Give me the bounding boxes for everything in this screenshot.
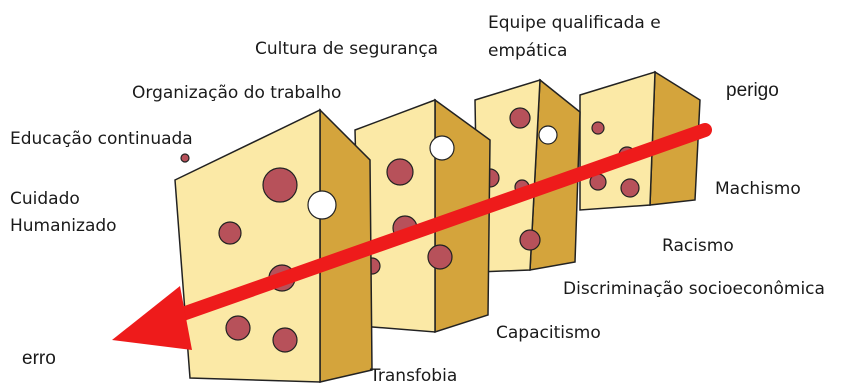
failure-label-discriminacao: Discriminação socioeconômica — [563, 279, 825, 299]
failure-label-transfobia: Transfobia — [370, 366, 458, 386]
cheese-slice-1 — [174, 108, 373, 383]
failure-label-capacitismo: Capacitismo — [496, 323, 601, 343]
barrier-label-equipe-line2: empática — [488, 41, 568, 61]
error-label: erro — [22, 348, 56, 369]
failure-label-machismo: Machismo — [715, 179, 801, 199]
barrier-label-humanizado-line2: Humanizado — [10, 216, 117, 236]
barrier-label-equipe-line1: Equipe qualificada e — [488, 13, 661, 33]
barrier-label-humanizado-line1: Cuidado — [10, 189, 80, 209]
barrier-label-educacao: Educação continuada — [10, 129, 193, 149]
barrier-label-cultura: Cultura de segurança — [255, 39, 439, 59]
hazard-label: perigo — [726, 80, 779, 101]
cheese-slice-3 — [474, 78, 581, 273]
error-arrow — [112, 123, 712, 350]
failure-label-racismo: Racismo — [662, 236, 734, 256]
barrier-label-organizacao: Organização do trabalho — [132, 83, 342, 103]
